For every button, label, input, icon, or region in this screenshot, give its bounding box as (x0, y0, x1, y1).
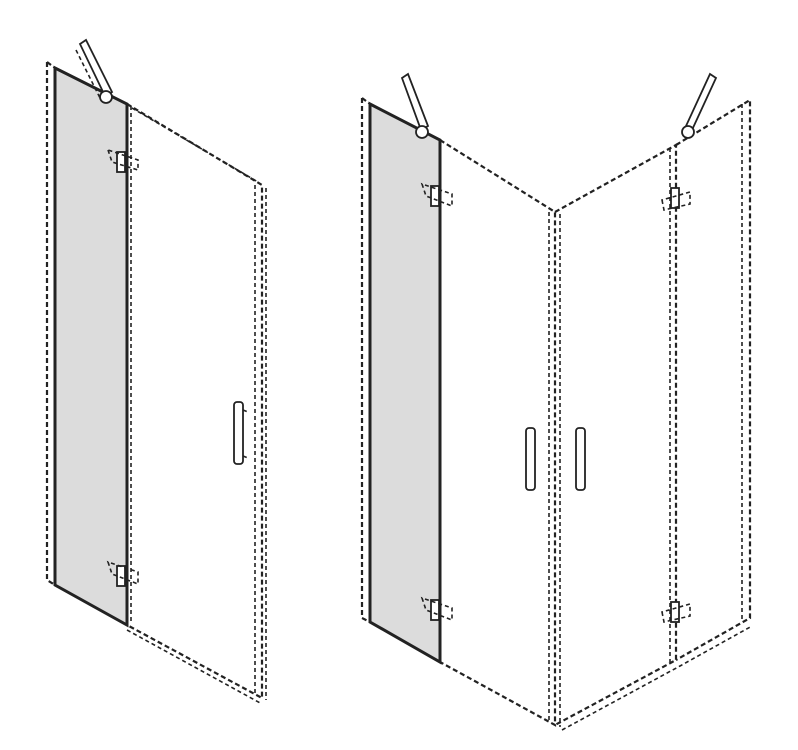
door-handle (233, 401, 249, 465)
hinge-bottom-left (420, 596, 453, 622)
side-fixed-outline (675, 98, 752, 661)
side-door-outline (554, 143, 678, 726)
right-enclosure (360, 72, 753, 731)
door-outline (126, 103, 264, 700)
door-edge-profile (126, 107, 267, 705)
left-enclosure (45, 38, 267, 705)
front-door-outline (439, 139, 557, 727)
hinge-top-right (661, 187, 691, 211)
side-edge-profile (561, 104, 753, 731)
fixed-glass-panel (368, 101, 442, 665)
door-handle-front (525, 427, 536, 491)
wall-bracket-right (681, 72, 718, 139)
door-handle-side (575, 427, 586, 491)
hinge-top (106, 148, 139, 173)
wall-bracket (75, 38, 114, 104)
hinge-bottom-right (661, 601, 691, 623)
hinge-top-left (420, 182, 453, 208)
hinge-bottom (106, 560, 139, 587)
wall-bracket-left (400, 72, 430, 139)
corner-post (548, 212, 561, 727)
